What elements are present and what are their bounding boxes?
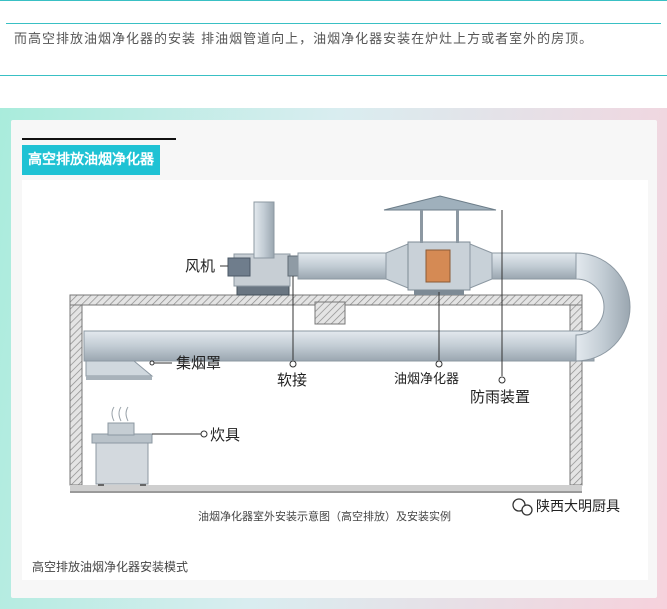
leader-stove-dot [200,430,208,438]
hood-lip [86,376,152,380]
roof-vent [314,301,346,325]
intro-paragraph: 而高空排放油烟净化器的安装 排油烟管道向上，油烟净化器安装在炉灶上方或者室外的房… [6,23,661,75]
label-purifier: 油烟净化器 [394,372,459,387]
stove-body [95,441,149,485]
rain-cover-riser-2 [456,210,459,243]
image-caption: 高空排放油烟净化器安装模式 [32,560,189,574]
label-soft-joint: 软接 [277,371,307,389]
fan-motor [227,257,251,277]
label-stove: 炊具 [210,426,240,444]
leader-softjoint-dot [289,360,297,368]
soft-joint [287,255,299,277]
rooftop-duct-right [491,252,577,280]
wechat-icon [512,498,533,516]
installation-diagram: 风机 集烟罩 软接 油烟净化器 防雨装置 炊具 油烟净化器室外安装示意图（高空排… [22,180,648,580]
section-title: 高空排放油烟净化器 [22,145,160,175]
floor-base [70,491,582,493]
stove-leg-2 [140,484,146,486]
left-wall [69,304,83,486]
steam [111,406,129,422]
rain-cover [383,195,497,211]
label-rain-cover: 防雨装置 [470,388,530,406]
diagram-caption: 油烟净化器室外安装示意图（高空排放）及安装实例 [198,509,451,523]
rain-cover-riser-1 [420,210,423,243]
floor [70,485,582,491]
leader-purifier-dot [435,360,443,368]
indoor-duct [83,330,595,362]
title-rule [22,138,176,140]
u-bend [575,252,631,362]
label-fan: 风机 [185,257,215,275]
watermark-text: 陕西大明厨具 [536,499,620,515]
intro-section: 而高空排放油烟净化器的安装 排油烟管道向上，油烟净化器安装在炉灶上方或者室外的房… [0,0,667,76]
stove-pot [107,422,135,436]
leader-rain-dot [498,376,506,384]
content-card: 高空排放油烟净化器 [0,108,667,609]
leader-hood-dot [149,360,155,366]
purifier-panel [425,249,451,283]
label-hood: 集烟罩 [176,354,221,372]
fan-stack [253,201,275,259]
stove-leg-1 [98,484,104,486]
content-card-inner: 高空排放油烟净化器 [11,120,657,598]
